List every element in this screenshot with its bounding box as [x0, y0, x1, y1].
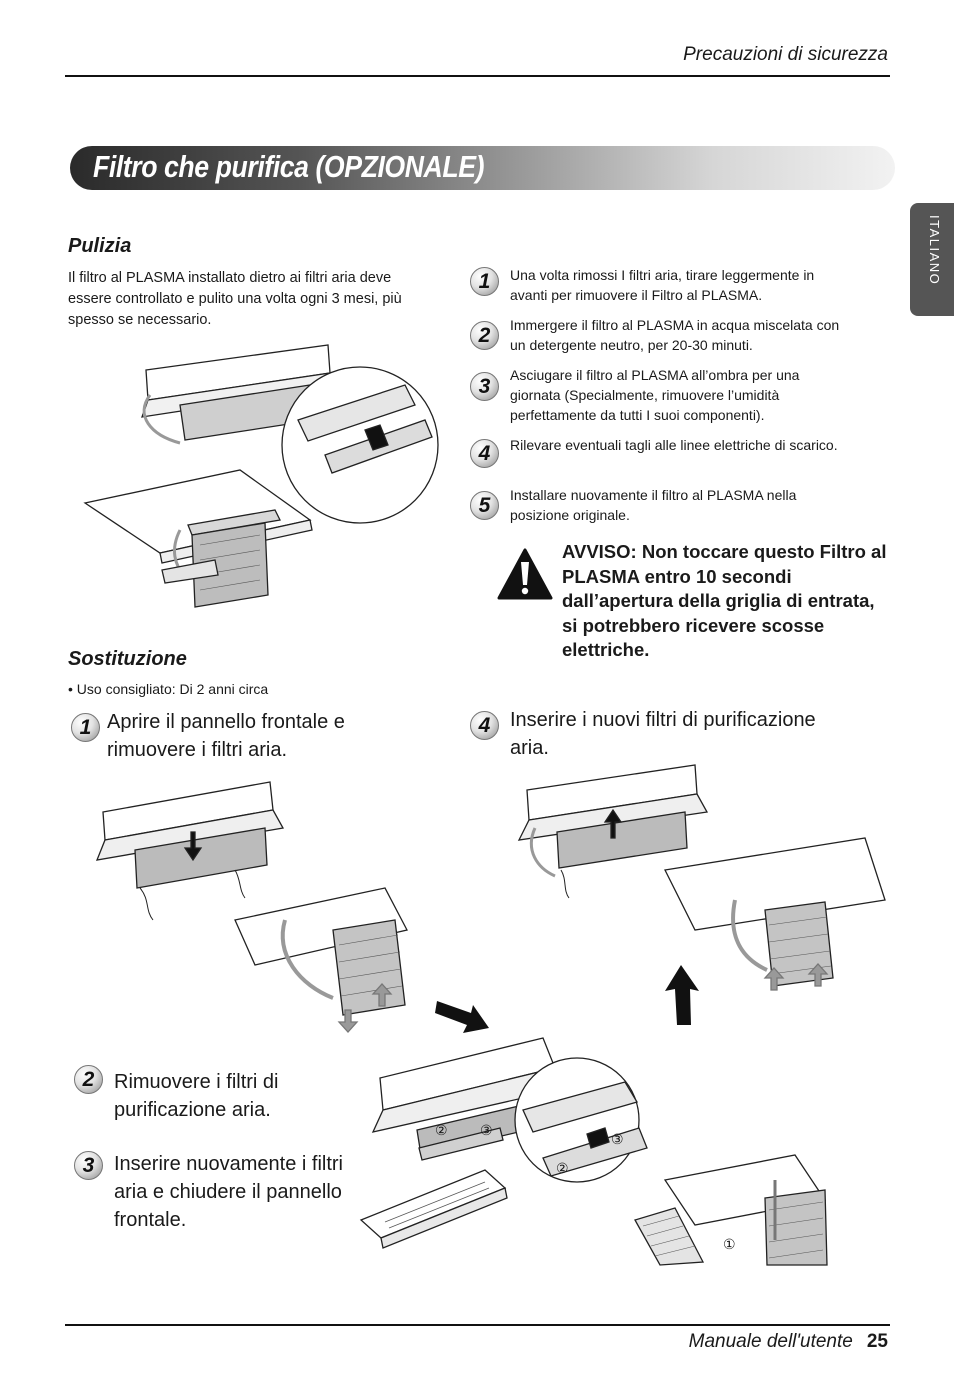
header-section-title: Precauzioni di sicurezza — [683, 44, 888, 65]
sostituzione-heading: Sostituzione — [68, 648, 187, 670]
sostituzione-note: • Uso consigliato: Di 2 anni circa — [68, 681, 269, 697]
step-badge: 1 — [71, 713, 100, 742]
sostituzione-step-text: Inserire i nuovi filtri di purificazione… — [510, 709, 816, 759]
step-badge: 4 — [470, 439, 499, 468]
callout-number: ③ — [480, 1122, 493, 1138]
callout-number: ③ — [611, 1131, 624, 1147]
sostituzione-step1-illustration — [95, 781, 408, 1033]
step-badge: 2 — [470, 321, 499, 350]
warning-icon — [497, 548, 553, 600]
section-banner — [70, 146, 895, 190]
sostituzione-step-text: Inserire nuovamente i filtri aria e chiu… — [114, 1153, 343, 1231]
pulizia-intro: Il filtro al PLASMA installato dietro ai… — [68, 270, 402, 328]
arrow-icon — [435, 1001, 489, 1033]
step-badge: 1 — [470, 267, 499, 296]
pulizia-illustration — [83, 344, 439, 608]
language-label: ITALIANO — [927, 215, 942, 286]
pulizia-step-text: Una volta rimossi I filtri aria, tirare … — [510, 267, 815, 303]
pulizia-step-text: Asciugare il filtro al PLASMA all’ombra … — [510, 367, 800, 423]
step-badge: 3 — [470, 372, 499, 401]
callout-number: ② — [556, 1160, 569, 1176]
sostituzione-step4-illustration — [517, 764, 886, 991]
callout-number: ② — [435, 1122, 448, 1138]
callout-number: ① — [723, 1236, 736, 1252]
step-badge: 5 — [470, 491, 499, 520]
step-badge: 2 — [74, 1065, 103, 1094]
step-badge: 3 — [74, 1151, 103, 1180]
page-title: Filtro che purifica (OPZIONALE) — [93, 149, 485, 184]
sostituzione-step-text: Aprire il pannello frontale e rimuovere … — [107, 711, 345, 761]
sostituzione-step-text: Rimuovere i filtri di purificazione aria… — [114, 1071, 279, 1121]
pulizia-step-text: Installare nuovamente il filtro al PLASM… — [510, 487, 797, 523]
arrow-icon — [665, 965, 699, 1025]
footer-manual-label: Manuale dell'utente — [688, 1331, 853, 1352]
pulizia-step-text: Rilevare eventuali tagli alle linee elet… — [510, 437, 838, 453]
pulizia-step-text: Immergere il filtro al PLASMA in acqua m… — [510, 317, 840, 353]
footer: Manuale dell'utente 25 — [689, 1331, 888, 1353]
pulizia-heading: Pulizia — [68, 235, 132, 257]
warning-text: AVVISO: Non toccare questo Filtro al PLA… — [562, 541, 887, 660]
step-badge: 4 — [470, 711, 499, 740]
sostituzione-step23-illustration — [359, 1037, 828, 1266]
footer-rule — [65, 1324, 890, 1326]
header-rule — [65, 75, 890, 77]
language-tab: ITALIANO — [910, 203, 954, 316]
page-number: 25 — [866, 1331, 888, 1352]
